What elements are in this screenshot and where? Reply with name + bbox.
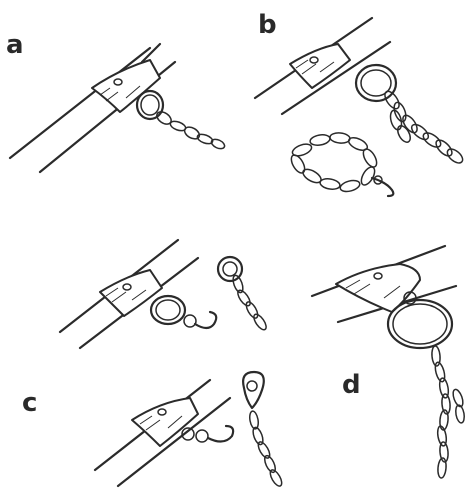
panel-a-ring — [137, 91, 163, 119]
panel-label-d: d — [342, 372, 361, 398]
panel-label-c: c — [22, 390, 37, 416]
panel-b-clamp-band — [290, 44, 350, 88]
panel-c-upper-ring — [151, 296, 185, 324]
panel-c-upper-drawing — [60, 240, 268, 348]
panel-c-upper-hook — [184, 312, 216, 328]
panel-a-drawing — [10, 44, 226, 172]
panel-c-upper-clamp-band — [100, 270, 162, 316]
panel-c-lower-chain — [243, 372, 284, 488]
panel-b-drawing — [255, 18, 465, 196]
panel-c-lower-hook — [182, 426, 233, 442]
panel-a-chain — [155, 109, 226, 150]
panel-label-a: a — [6, 32, 24, 58]
panel-d-clamp-band — [336, 264, 420, 312]
panel-c-upper-chain — [218, 257, 268, 332]
panel-d-drawing — [312, 246, 466, 478]
panel-c-lower-clamp-band — [132, 398, 198, 446]
panel-b-hanging-chain — [382, 89, 465, 166]
panel-d-chain — [431, 346, 465, 479]
panel-b-ring — [356, 65, 396, 101]
panel-b-loose-chain-loop — [289, 132, 394, 196]
panel-label-b: b — [258, 12, 277, 38]
panel-c-lower-drawing — [95, 372, 284, 488]
